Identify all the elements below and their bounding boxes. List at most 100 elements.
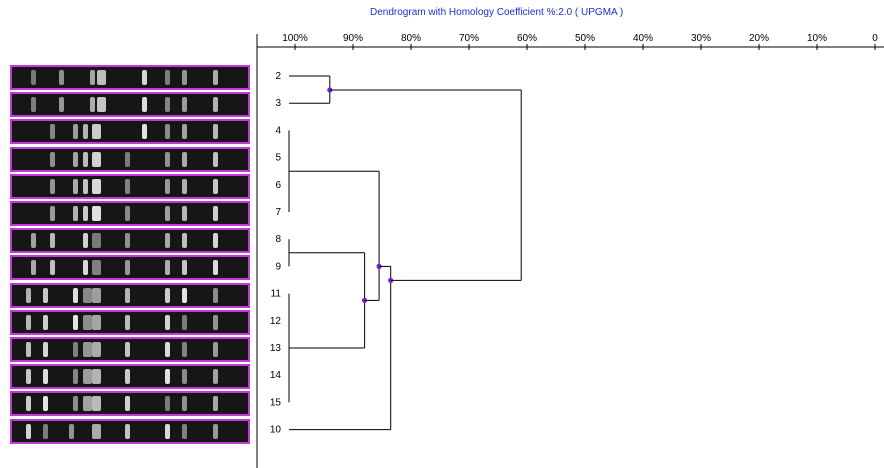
gel-band	[181, 342, 187, 357]
gel-band	[165, 423, 171, 439]
gel-band	[82, 233, 88, 249]
gel-band	[73, 314, 79, 330]
gel-band	[181, 151, 187, 167]
gel-band	[73, 124, 79, 140]
gel-band	[73, 178, 79, 194]
gel-band	[92, 423, 102, 439]
leaf-label-3: 3	[275, 98, 281, 109]
leaf-label-15: 15	[270, 397, 282, 408]
gel-band	[26, 342, 32, 357]
gel-lane-9	[10, 255, 250, 281]
gel-band	[181, 314, 187, 330]
gel-band	[181, 369, 187, 385]
gel-band	[82, 369, 92, 385]
gel-band	[212, 396, 218, 412]
gel-band	[92, 396, 102, 412]
axis-tick-label: 90%	[343, 33, 363, 44]
gel-band	[49, 124, 55, 140]
leaf-label-11: 11	[271, 289, 282, 300]
gel-band	[165, 70, 171, 85]
leaf-label-14: 14	[270, 370, 282, 381]
gel-band	[42, 396, 48, 412]
gel-band	[49, 178, 55, 194]
gel-band	[92, 206, 102, 221]
gel-band	[30, 70, 36, 85]
leaf-label-12: 12	[270, 316, 282, 327]
gel-band	[82, 314, 92, 330]
gel-band	[82, 178, 88, 194]
gel-band	[59, 70, 65, 85]
gel-band	[212, 233, 218, 249]
gel-band	[73, 342, 79, 357]
gel-band	[26, 314, 32, 330]
leaf-label-2: 2	[275, 71, 281, 82]
gel-band	[125, 396, 131, 412]
axis-tick-label: 20%	[749, 33, 769, 44]
gel-band	[49, 260, 55, 276]
axis-tick-label: 30%	[691, 33, 711, 44]
gel-band	[165, 97, 171, 113]
gel-band	[165, 233, 171, 249]
axis-tick-label: 70%	[459, 33, 479, 44]
gel-lane-14	[10, 364, 250, 390]
gel-band	[73, 151, 79, 167]
gel-lanes-panel	[10, 0, 250, 468]
gel-lane-15	[10, 391, 250, 417]
gel-band	[26, 287, 32, 303]
gel-band	[181, 260, 187, 276]
gel-band	[73, 206, 79, 221]
gel-band	[212, 423, 218, 439]
gel-band	[82, 396, 92, 412]
gel-band	[165, 178, 171, 194]
gel-band	[82, 287, 92, 303]
gel-band	[59, 97, 65, 113]
axis-tick-label: 50%	[575, 33, 595, 44]
gel-band	[42, 314, 48, 330]
gel-band	[125, 233, 131, 249]
gel-band	[181, 396, 187, 412]
gel-band	[82, 206, 88, 221]
gel-band	[89, 97, 95, 113]
gel-band	[49, 206, 55, 221]
gel-band	[165, 396, 171, 412]
leaf-label-9: 9	[275, 261, 281, 272]
gel-band	[125, 151, 131, 167]
gel-band	[42, 423, 48, 439]
axis-tick-label: 40%	[633, 33, 653, 44]
gel-band	[125, 342, 131, 357]
gel-band	[181, 233, 187, 249]
gel-band	[181, 124, 187, 140]
axis-tick-label: 100%	[282, 33, 308, 44]
gel-band	[92, 260, 102, 276]
axis-tick-label: 60%	[517, 33, 537, 44]
leaf-label-5: 5	[275, 153, 281, 164]
gel-band	[92, 314, 102, 330]
gel-band	[181, 97, 187, 113]
gel-band	[82, 260, 88, 276]
gel-band	[212, 97, 218, 113]
gel-lane-11	[10, 282, 250, 308]
gel-band	[26, 423, 32, 439]
gel-band	[30, 233, 36, 249]
axis-tick-label: 80%	[401, 33, 421, 44]
gel-band	[82, 151, 88, 167]
leaf-label-10: 10	[270, 425, 282, 436]
gel-band	[141, 70, 147, 85]
gel-lane-10	[10, 418, 250, 444]
leaf-label-4: 4	[275, 125, 281, 136]
gel-lane-3	[10, 92, 250, 118]
gel-band	[42, 287, 48, 303]
gel-lane-6	[10, 173, 250, 199]
gel-lane-5	[10, 146, 250, 172]
gel-band	[49, 233, 55, 249]
gel-band	[42, 342, 48, 357]
gel-band	[73, 287, 79, 303]
gel-lane-4	[10, 119, 250, 145]
gel-band	[125, 287, 131, 303]
gel-band	[212, 342, 218, 357]
gel-band	[26, 369, 32, 385]
gel-band	[165, 342, 171, 357]
gel-band	[73, 396, 79, 412]
gel-band	[125, 178, 131, 194]
gel-band	[125, 260, 131, 276]
